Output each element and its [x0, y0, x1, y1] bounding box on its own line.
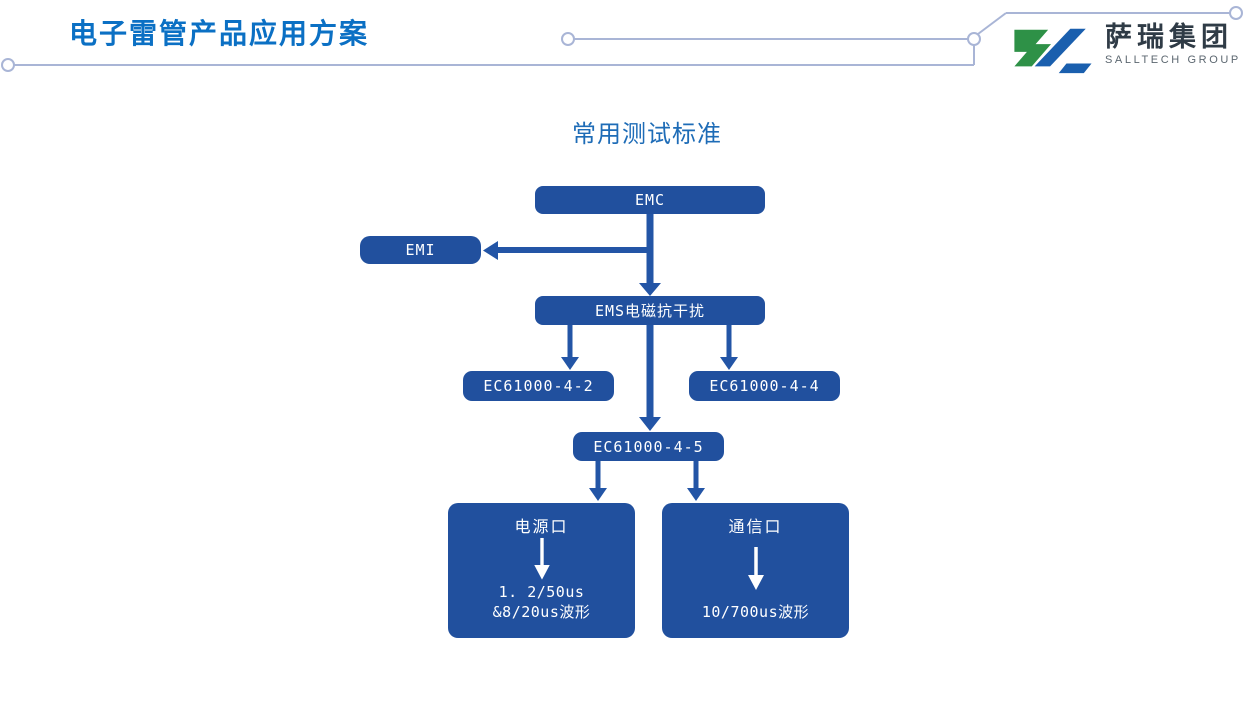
power-waveform-line2: &8/20us波形	[492, 602, 591, 621]
node-emc-label: EMC	[634, 191, 666, 209]
node-ems-label: EMS电磁抗干扰	[594, 302, 706, 320]
comm-port-label: 通信口	[728, 517, 783, 536]
logo-text-block: 萨瑞集团 SALLTECH GROUP	[1105, 22, 1241, 66]
power-port-waveform: 1. 2/50us &8/20us波形	[493, 582, 591, 623]
node-ec61000-4-5: EC61000-4-5	[573, 432, 724, 461]
node-ems: EMS电磁抗干扰	[535, 296, 765, 325]
arrow-emc-to-ems	[639, 214, 661, 296]
node-ec61000-4-2-label: EC61000-4-2	[483, 377, 594, 395]
node-power-port: 电源口 1. 2/50us &8/20us波形	[448, 503, 635, 638]
node-comm-port: 通信口 10/700us波形	[662, 503, 849, 638]
node-ec61000-4-5-label: EC61000-4-5	[593, 437, 704, 456]
company-name-cn: 萨瑞集团	[1105, 22, 1233, 52]
diagram-title: 常用测试标准	[572, 121, 722, 148]
node-ec61000-4-4-label: EC61000-4-4	[709, 377, 820, 395]
down-arrow-icon	[533, 537, 550, 580]
company-logo: 萨瑞集团 SALLTECH GROUP	[1008, 22, 1241, 76]
node-emi-label: EMI	[405, 241, 436, 259]
node-ec61000-4-4: EC61000-4-4	[689, 371, 840, 401]
power-waveform-line1: 1. 2/50us	[498, 582, 585, 601]
arrow-ems-to-iec4	[720, 325, 738, 370]
arrow-ems-to-iec5	[639, 325, 661, 431]
node-ec61000-4-2: EC61000-4-2	[463, 371, 614, 401]
node-emc: EMC	[535, 186, 765, 214]
arrow-ems-to-iec2	[561, 325, 579, 370]
company-name-en: SALLTECH GROUP	[1105, 54, 1241, 67]
arrow-iec5-to-power	[589, 461, 607, 501]
arrow-to-emi	[483, 241, 652, 260]
down-arrow-icon	[747, 547, 764, 591]
salltech-logo-icon	[1014, 28, 1092, 74]
page-title: 电子雷管产品应用方案	[69, 18, 370, 49]
arrow-iec5-to-comm	[687, 461, 705, 501]
power-port-label: 电源口	[514, 517, 569, 536]
node-emi: EMI	[360, 236, 481, 264]
comm-port-waveform: 10/700us波形	[701, 602, 810, 621]
